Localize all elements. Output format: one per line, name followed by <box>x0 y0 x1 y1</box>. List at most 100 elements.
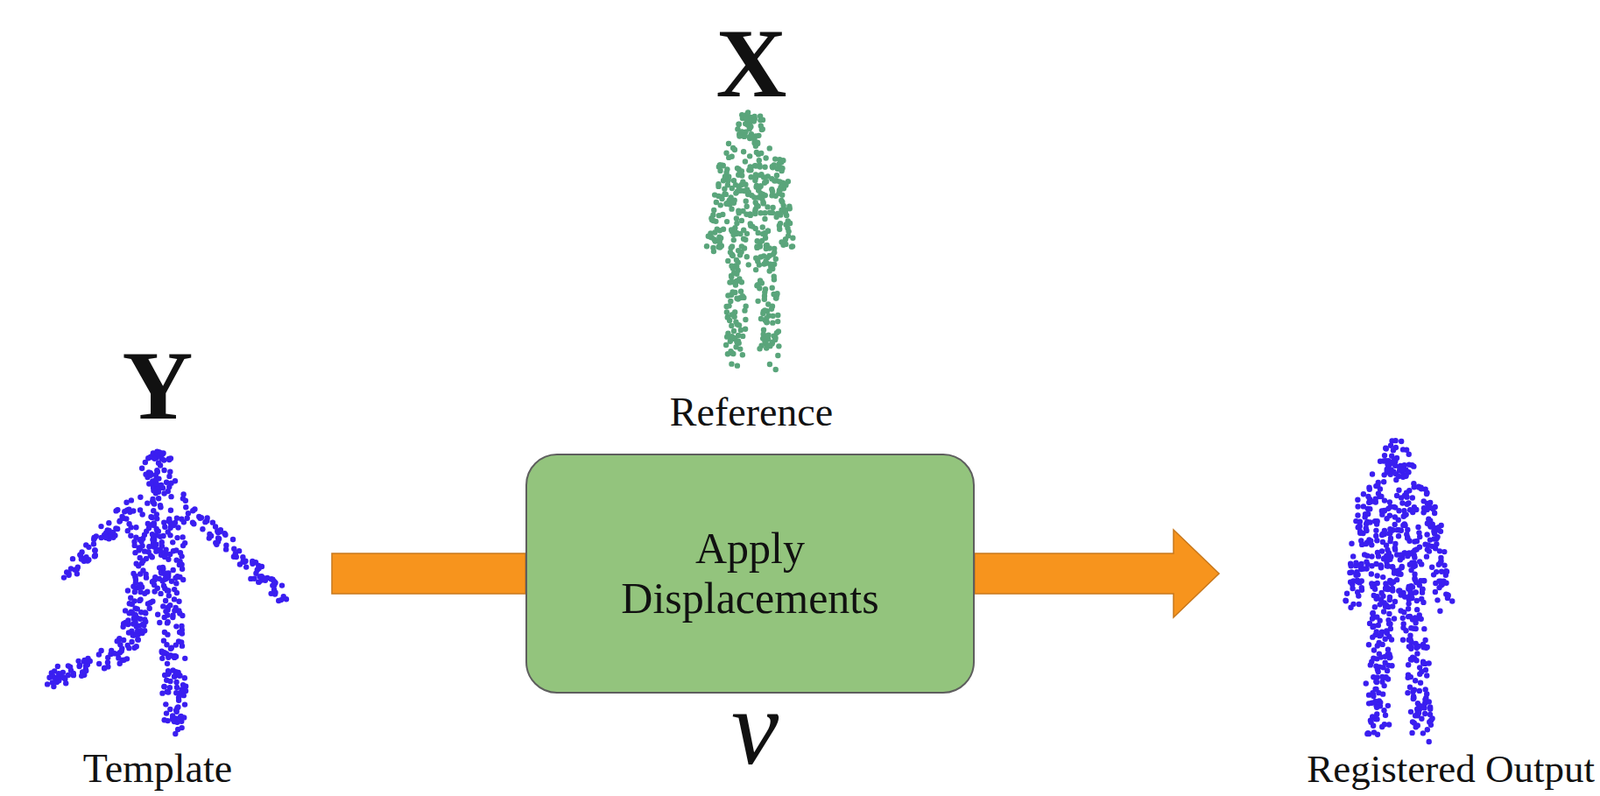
point <box>762 155 769 161</box>
point <box>1424 505 1431 511</box>
point <box>1375 622 1382 628</box>
point <box>1411 554 1417 560</box>
point <box>125 617 131 623</box>
point <box>1373 678 1379 684</box>
point <box>127 595 134 601</box>
point <box>168 507 174 514</box>
point <box>1410 480 1417 487</box>
point <box>155 611 161 617</box>
point <box>1428 722 1434 728</box>
point <box>725 140 732 147</box>
figure-caption: Reference <box>669 389 833 437</box>
point <box>148 472 154 479</box>
point <box>176 697 182 704</box>
point <box>1412 626 1418 632</box>
point <box>83 663 89 670</box>
point <box>137 507 143 513</box>
point <box>157 502 163 508</box>
point <box>767 261 773 268</box>
registered-point-cloud <box>1342 437 1455 745</box>
point <box>1423 672 1430 678</box>
point <box>159 690 165 696</box>
point <box>154 515 160 522</box>
point <box>1418 561 1424 567</box>
point <box>178 516 184 522</box>
point <box>1381 472 1387 478</box>
point <box>155 459 162 466</box>
point <box>91 547 98 553</box>
point <box>173 679 179 685</box>
point <box>1445 592 1452 599</box>
point <box>1441 549 1447 555</box>
point <box>162 524 168 530</box>
point <box>1369 624 1375 630</box>
point <box>761 180 768 186</box>
point <box>183 504 189 510</box>
point <box>178 623 184 629</box>
point <box>1374 679 1380 685</box>
point <box>1417 485 1424 491</box>
point <box>139 465 145 472</box>
flow-arrow <box>331 553 526 594</box>
point <box>1392 514 1398 520</box>
point <box>172 478 178 484</box>
point <box>142 571 149 578</box>
point <box>161 683 167 690</box>
point <box>1424 726 1431 733</box>
point <box>760 224 766 230</box>
point <box>1409 595 1415 601</box>
point <box>163 479 170 486</box>
point <box>1372 604 1378 610</box>
point <box>1429 715 1435 721</box>
point <box>743 198 749 205</box>
point <box>283 596 289 602</box>
point <box>115 655 121 661</box>
point <box>170 717 177 723</box>
point <box>136 536 142 543</box>
point <box>711 207 717 213</box>
point <box>1438 569 1445 575</box>
point <box>709 217 715 223</box>
point <box>1373 483 1379 489</box>
point <box>1368 658 1375 664</box>
point <box>711 248 717 254</box>
point <box>162 701 169 707</box>
point <box>1367 499 1373 505</box>
point <box>717 227 723 233</box>
point <box>724 218 730 225</box>
point <box>1399 563 1405 570</box>
point <box>1418 616 1424 622</box>
point <box>1385 586 1391 593</box>
point <box>730 232 736 238</box>
point <box>1380 574 1386 580</box>
point <box>735 183 741 190</box>
point <box>731 314 737 320</box>
point <box>136 622 142 628</box>
point <box>756 157 762 163</box>
point <box>761 216 768 222</box>
point <box>1350 553 1356 559</box>
point <box>223 542 229 549</box>
point <box>1425 515 1431 522</box>
point <box>105 655 111 661</box>
point <box>1374 628 1380 635</box>
point <box>126 506 132 512</box>
point <box>728 323 734 329</box>
point <box>1354 503 1361 509</box>
point <box>161 457 167 463</box>
point <box>1408 709 1414 715</box>
point <box>119 646 125 652</box>
point <box>757 117 763 123</box>
point <box>1379 674 1385 680</box>
point <box>789 243 796 249</box>
point <box>1425 660 1431 666</box>
point <box>155 495 162 501</box>
figure-caption: Template <box>83 746 233 793</box>
point <box>1385 647 1391 653</box>
point <box>756 345 762 352</box>
point <box>771 177 777 184</box>
point <box>735 121 741 127</box>
point <box>133 561 139 567</box>
point <box>768 306 775 312</box>
point <box>162 598 169 604</box>
